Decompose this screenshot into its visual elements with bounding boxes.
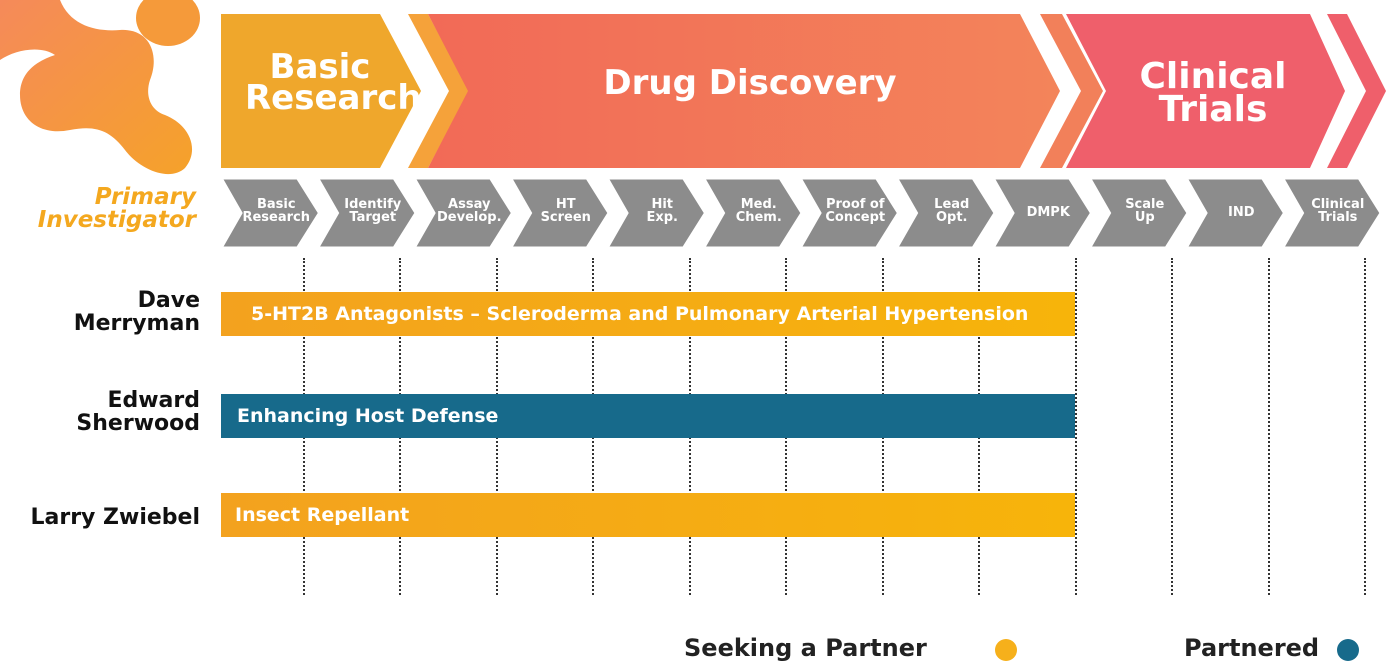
step-chevron (507, 178, 611, 250)
step-chevron (1279, 178, 1383, 250)
step-label: DMPK (1026, 205, 1070, 220)
column-divider (1171, 258, 1173, 595)
phase-banner (221, 14, 1386, 168)
step-label: IND (1227, 205, 1255, 220)
step-chevron (314, 178, 418, 250)
basic-research-phase (221, 14, 435, 168)
column-divider (1364, 258, 1366, 595)
step-label: Med.Chem. (735, 197, 782, 225)
step-chevron (893, 178, 997, 250)
legend-seeking-partner-label: Seeking a Partner (684, 634, 927, 662)
chevron-right-icon (380, 14, 441, 168)
column-divider (1267, 258, 1270, 595)
step-chevron (990, 178, 1094, 250)
chevron-right-icon (1040, 14, 1103, 168)
logo-blob-icon (0, 0, 200, 175)
step-chevron (218, 178, 322, 250)
clinical-trials-phase (1066, 14, 1345, 168)
step-chevrons (218, 178, 1383, 250)
project-bar-5ht2b[interactable]: 5-HT2B Antagonists – Scleroderma and Pul… (221, 292, 1075, 336)
step-chevron (700, 178, 804, 250)
pi-name-larry-zwiebel: Larry Zwiebel (30, 505, 200, 530)
project-title: 5-HT2B Antagonists – Scleroderma and Pul… (251, 303, 1029, 325)
seeking-partner-dot-icon (995, 639, 1017, 661)
column-divider (1074, 258, 1077, 595)
chevron-right-icon (408, 14, 469, 168)
step-chevron (1183, 178, 1287, 250)
partnered-dot-icon (1337, 639, 1359, 661)
drug-discovery-phase (428, 14, 1060, 168)
project-title: Insect Repellant (235, 504, 410, 526)
chevron-right-icon (1327, 14, 1386, 168)
legend-partnered-label: Partnered (1184, 634, 1320, 662)
step-chevron (411, 178, 515, 250)
project-title: Enhancing Host Defense (237, 405, 499, 427)
step-chevron (797, 178, 901, 250)
step-chevron (604, 178, 708, 250)
drug-discovery-label: Drug Discovery (603, 63, 897, 103)
project-bar-insect-repellant[interactable]: Insect Repellant (221, 493, 1075, 537)
project-bar-host-defense[interactable]: Enhancing Host Defense (221, 394, 1075, 438)
step-chevron (1086, 178, 1190, 250)
